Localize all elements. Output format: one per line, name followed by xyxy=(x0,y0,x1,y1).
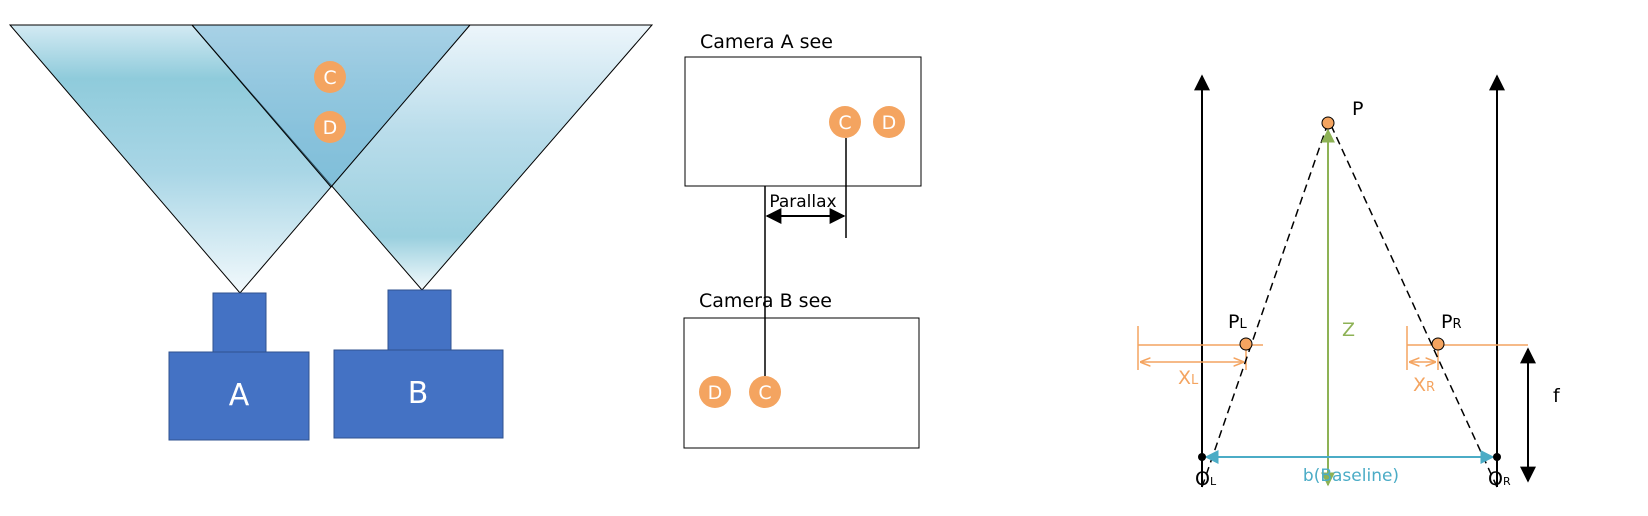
origin-right xyxy=(1493,453,1501,461)
geometry-panel: Z b(Baseline) f P PL PR XL XR OL OR xyxy=(1137,74,1561,490)
point-pl-label: PL xyxy=(1228,311,1247,333)
views-panel: Camera A see C D Camera B see D C Parall… xyxy=(683,31,922,449)
view-b-point-c: C xyxy=(749,376,781,408)
baseline-label: b(Baseline) xyxy=(1303,466,1399,486)
point-p xyxy=(1321,116,1335,130)
depth-z-label: Z xyxy=(1342,319,1355,341)
point-p-label: P xyxy=(1352,98,1363,120)
focal-length-label: f xyxy=(1553,385,1561,407)
camera-a-label: A xyxy=(229,378,250,413)
point-pr xyxy=(1431,337,1445,351)
cameras-panel: C D A B xyxy=(8,24,654,441)
point-pr-label: PR xyxy=(1441,311,1462,333)
camera-b: B xyxy=(333,289,504,439)
view-a-point-c: C xyxy=(829,106,861,138)
camera-a: A xyxy=(168,292,310,441)
xl-label: XL xyxy=(1178,367,1199,389)
parallax-label: Parallax xyxy=(769,192,836,212)
ray-right xyxy=(1329,122,1498,488)
svg-text:D: D xyxy=(882,112,897,134)
svg-text:C: C xyxy=(838,112,851,134)
camera-b-label: B xyxy=(408,376,429,411)
svg-text:D: D xyxy=(323,117,338,139)
point-pl xyxy=(1239,337,1253,351)
view-b-point-d: D xyxy=(699,376,731,408)
origin-left-label: OL xyxy=(1195,468,1217,490)
origin-left xyxy=(1198,453,1206,461)
view-a-point-d: D xyxy=(873,106,905,138)
origin-right-label: OR xyxy=(1488,468,1511,490)
xr-label: XR xyxy=(1413,374,1435,396)
ray-left xyxy=(1201,122,1329,488)
frustum-overlap xyxy=(192,25,470,187)
point-c-marker: C xyxy=(314,61,346,93)
camera-a-view-title: Camera A see xyxy=(700,31,833,53)
svg-text:C: C xyxy=(758,382,771,404)
point-d-marker: D xyxy=(314,111,346,143)
svg-text:D: D xyxy=(708,382,723,404)
svg-text:C: C xyxy=(323,67,336,89)
